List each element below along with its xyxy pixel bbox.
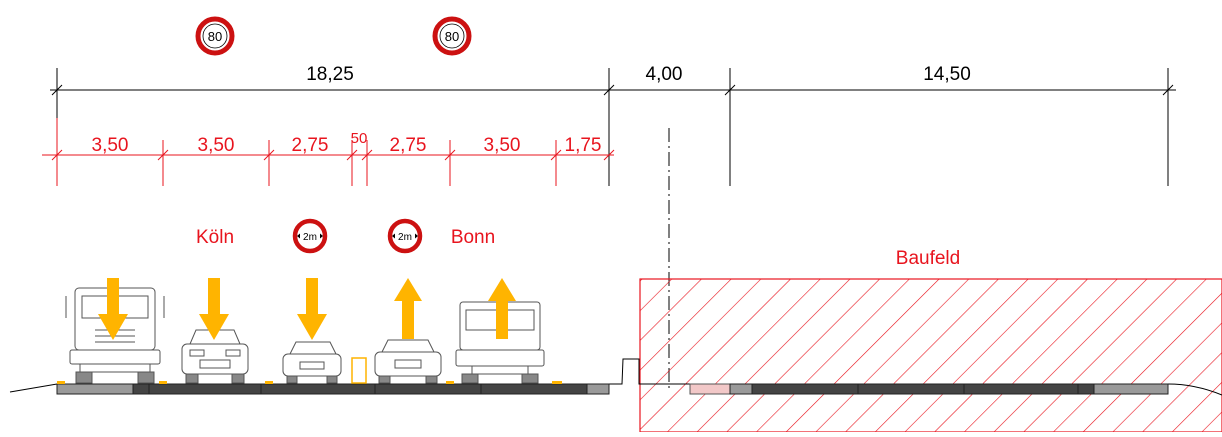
- speed-sign-value: 80: [445, 29, 459, 44]
- direction-label-koeln: Köln: [196, 227, 234, 248]
- speed-sign: 80: [195, 16, 235, 56]
- width-restriction-sign: 2m: [387, 218, 423, 254]
- direction-label-bonn: Bonn: [451, 227, 495, 248]
- construction-field-hatch: [639, 278, 1222, 433]
- width-restriction-sign: 2m: [292, 218, 328, 254]
- arrow-up-icon: [394, 278, 422, 339]
- road-pavement-left: [56, 383, 610, 395]
- car-icon: [181, 329, 249, 384]
- lane-markings: [57, 381, 562, 384]
- lane-width-1: 3,50: [92, 135, 129, 156]
- lane-width-4: 2,75: [390, 135, 427, 156]
- construction-field-label: Baufeld: [896, 248, 960, 269]
- dimension-median-width: 4,00: [646, 64, 683, 85]
- top-dimension-chain: [50, 68, 1176, 186]
- arrow-down-icon: [199, 278, 229, 340]
- lane-width-2: 3,50: [198, 135, 235, 156]
- separator-post: [351, 357, 367, 384]
- speed-sign-value: 80: [208, 29, 222, 44]
- lane-width-5: 3,50: [484, 135, 521, 156]
- dimension-total-width: 18,25: [306, 64, 354, 85]
- car-icon: [282, 341, 342, 384]
- width-sign-value: 2m: [398, 232, 412, 243]
- arrow-up-icon: [488, 278, 516, 339]
- lane-dimension-chain: [42, 118, 615, 186]
- arrow-down-icon: [297, 278, 327, 340]
- width-sign-value: 2m: [303, 232, 317, 243]
- lane-width-3: 2,75: [292, 135, 329, 156]
- car-icon: [374, 339, 442, 384]
- arrow-down-icon: [98, 278, 128, 340]
- road-pavement-right: [689, 383, 1169, 395]
- shoulder-width: 1,75: [565, 135, 602, 156]
- dimension-construction-width: 14,50: [923, 64, 971, 85]
- separator-width: 50: [351, 130, 368, 147]
- speed-sign: 80: [432, 16, 472, 56]
